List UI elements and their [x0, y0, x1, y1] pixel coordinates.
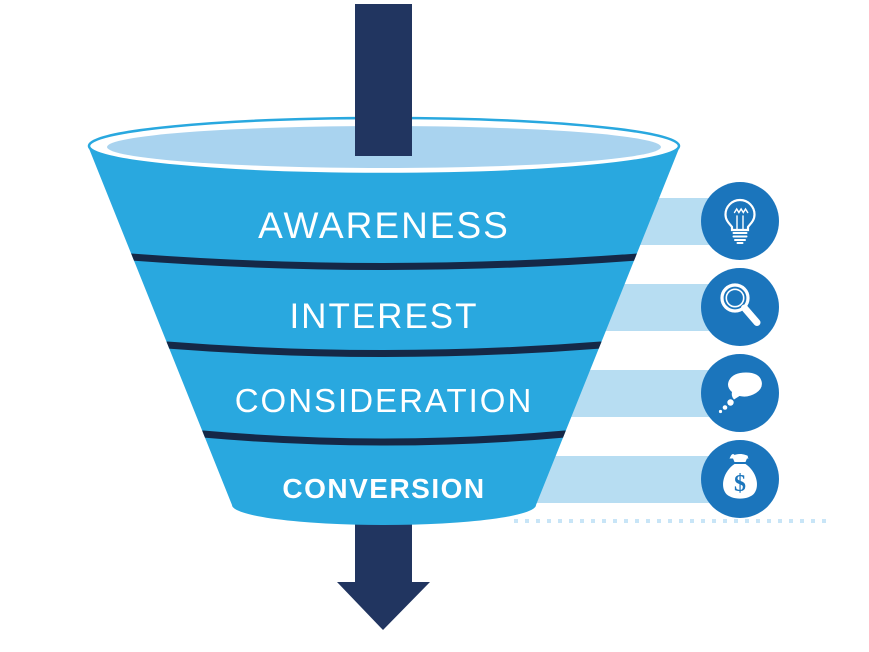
awareness-badge	[701, 182, 779, 260]
money-bag-icon: $	[723, 454, 757, 499]
conversion-badge: $	[701, 440, 779, 518]
stage-label-conversion: CONVERSION	[282, 473, 486, 504]
stage-label-awareness: AWARENESS	[258, 205, 510, 246]
stage-label-interest: INTEREST	[289, 297, 479, 336]
consideration-badge	[701, 354, 779, 432]
interest-badge	[701, 268, 779, 346]
speech-bubble-icon	[718, 372, 762, 414]
arrow-shaft-top	[355, 4, 412, 156]
lightbulb-icon	[724, 198, 756, 244]
divider-awareness-interest	[127, 253, 641, 270]
magnifying-glass-icon	[720, 283, 761, 326]
arrow-head-icon	[337, 582, 430, 630]
dollar-sign: $	[734, 471, 746, 497]
funnel-body	[88, 146, 680, 525]
divider-interest-consideration	[163, 341, 605, 357]
stage-dividers	[127, 253, 641, 446]
stage-label-consideration: CONSIDERATION	[234, 382, 534, 419]
divider-consideration-conversion	[199, 430, 569, 446]
